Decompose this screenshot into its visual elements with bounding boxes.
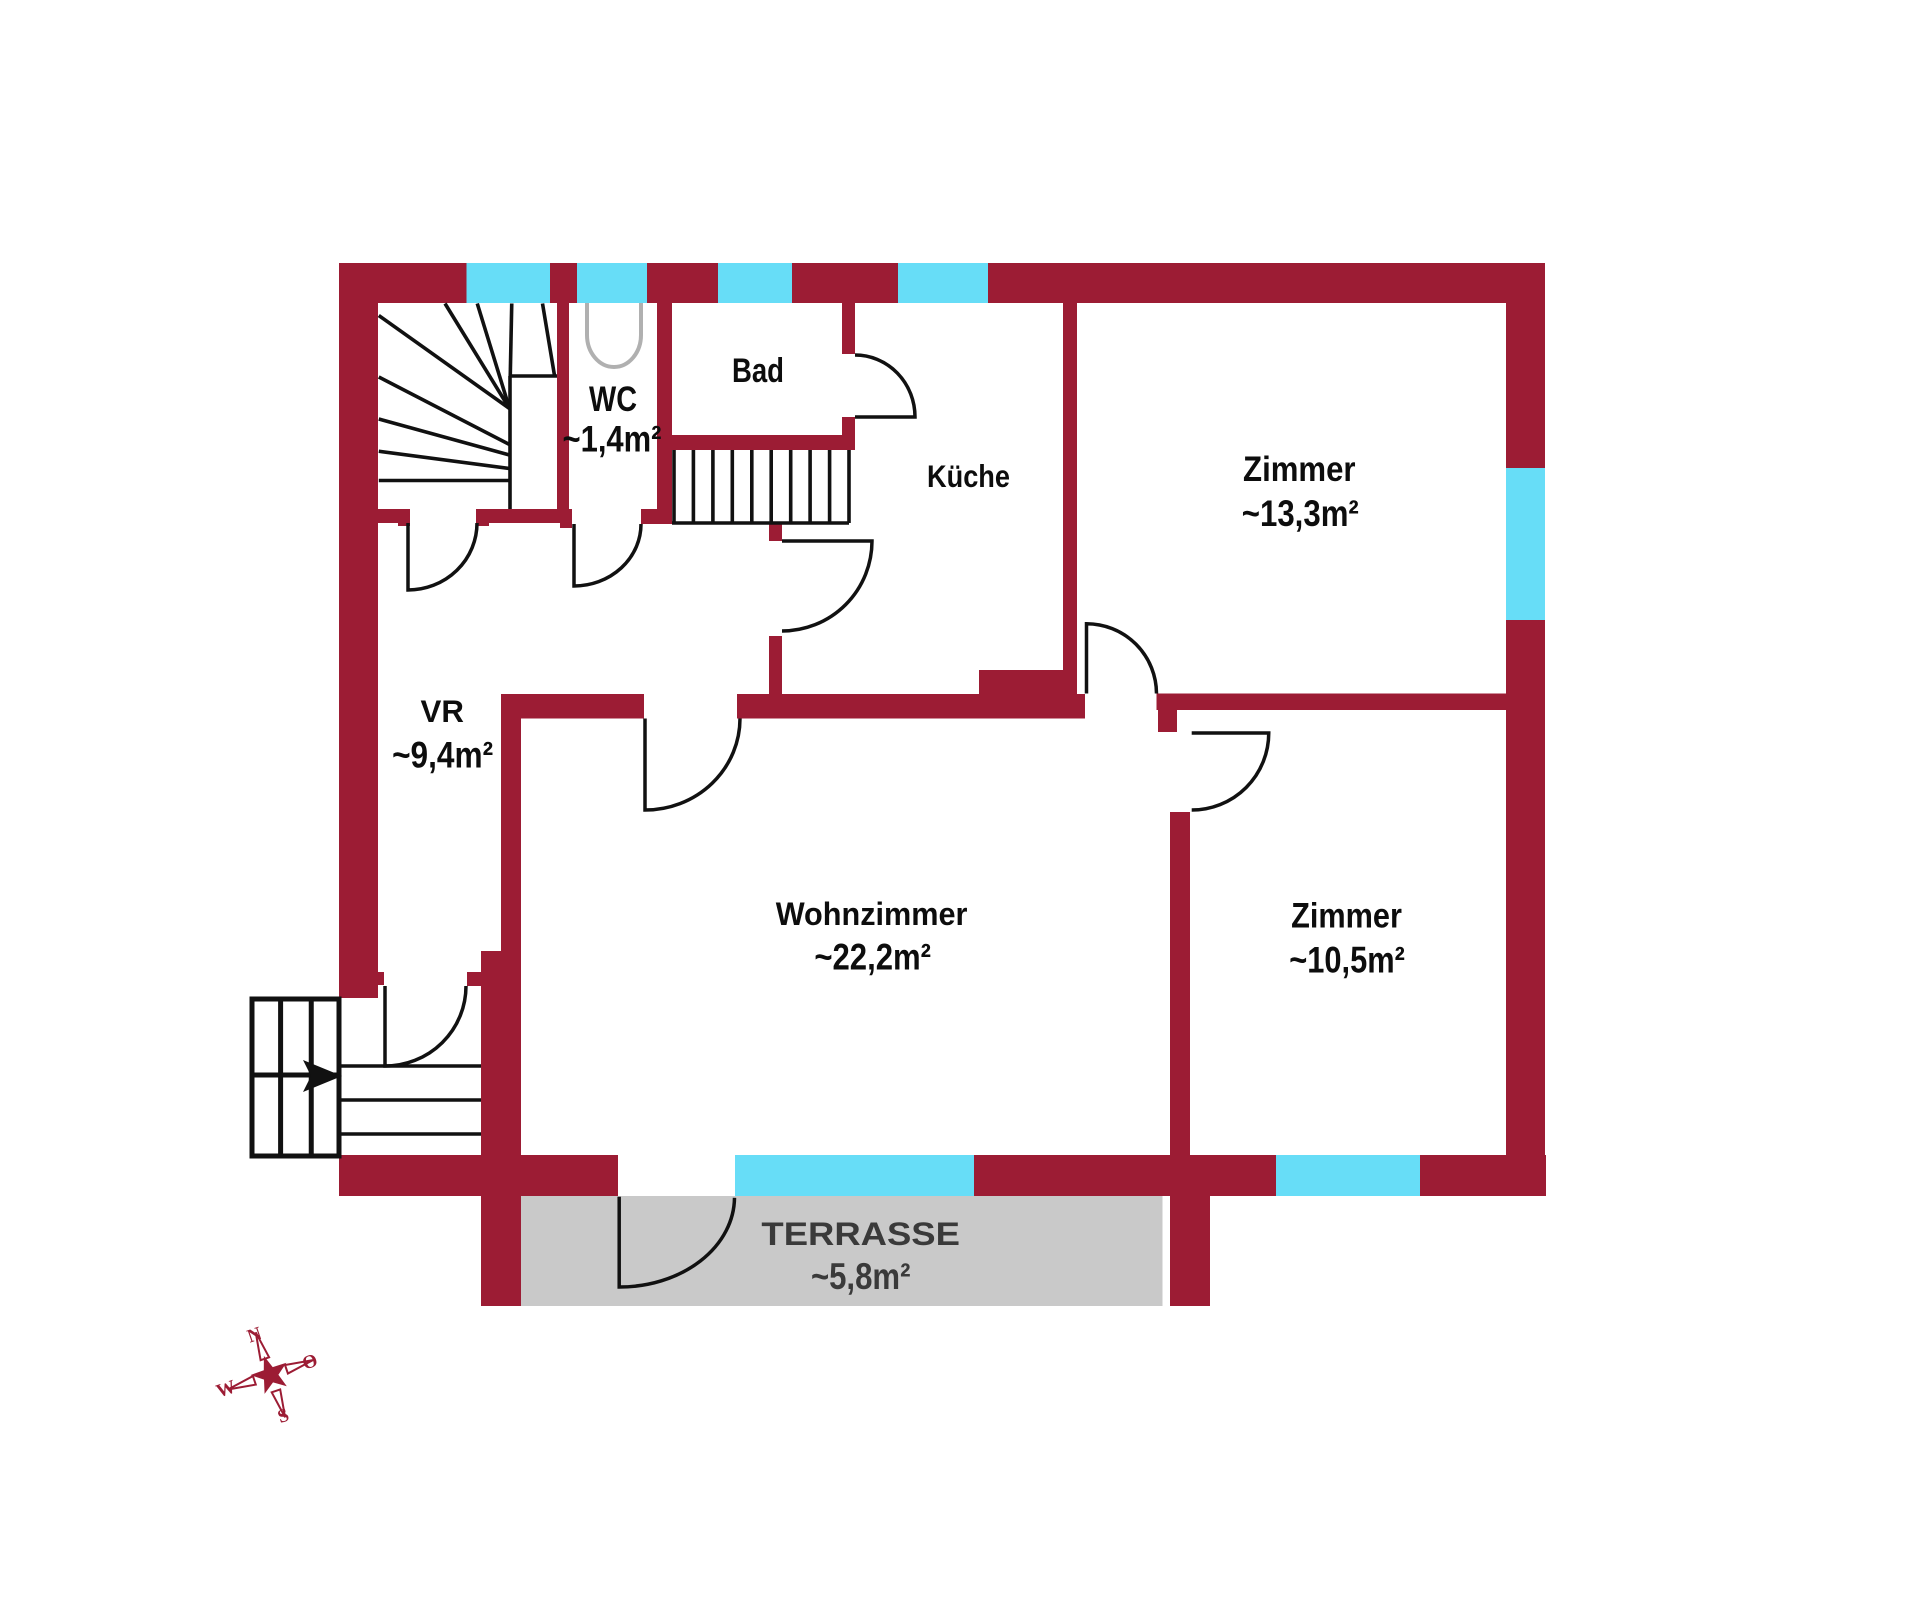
svg-text:Zimmer: Zimmer — [1243, 450, 1356, 489]
svg-text:VR: VR — [421, 693, 465, 729]
svg-text:~22,2m²: ~22,2m² — [814, 937, 931, 978]
svg-text:WC: WC — [589, 379, 637, 419]
svg-text:~1,4m²: ~1,4m² — [563, 419, 662, 460]
svg-text:O: O — [300, 1350, 321, 1375]
svg-text:Küche: Küche — [927, 459, 1010, 494]
svg-text:~5,8m²: ~5,8m² — [811, 1256, 911, 1297]
svg-text:Bad: Bad — [732, 352, 784, 390]
svg-text:Zimmer: Zimmer — [1291, 896, 1402, 936]
svg-text:~9,4m²: ~9,4m² — [392, 735, 493, 776]
svg-text:~13,3m²: ~13,3m² — [1242, 493, 1359, 534]
svg-text:TERRASSE: TERRASSE — [761, 1215, 960, 1252]
svg-text:~10,5m²: ~10,5m² — [1289, 939, 1405, 980]
svg-text:Wohnzimmer: Wohnzimmer — [776, 896, 968, 932]
svg-text:N: N — [245, 1323, 265, 1347]
